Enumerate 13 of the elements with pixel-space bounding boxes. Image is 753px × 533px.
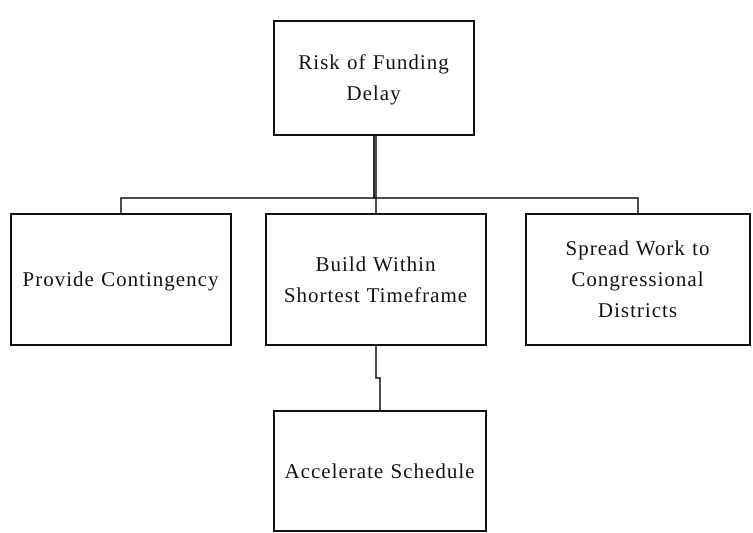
box-label: Spread Work to Congressional Districts xyxy=(564,235,712,324)
connector-line xyxy=(375,346,381,410)
process-box xyxy=(10,213,232,346)
process-box xyxy=(273,20,475,136)
box-label: Accelerate Schedule xyxy=(284,458,476,484)
process-box xyxy=(265,213,487,346)
process-box xyxy=(525,213,751,346)
box-label: Risk of Funding Delay xyxy=(297,49,451,107)
connector-line xyxy=(373,136,639,213)
process-box xyxy=(273,410,487,532)
connector-line xyxy=(375,136,377,213)
box-label: Provide Contingency xyxy=(22,266,220,293)
box-label: Build Within Shortest Timeframe xyxy=(282,250,470,308)
